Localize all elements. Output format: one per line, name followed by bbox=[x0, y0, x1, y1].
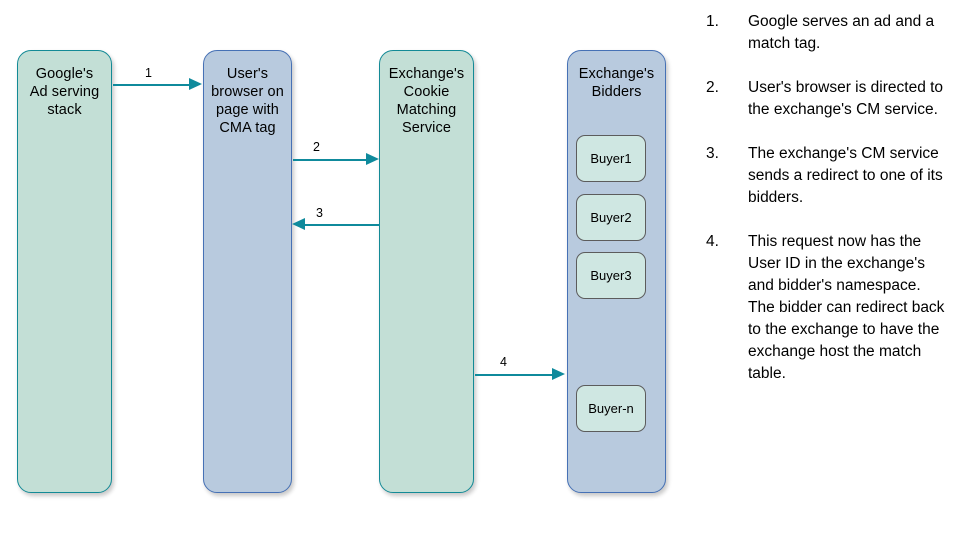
buyer-box-3[interactable]: Buyer3 bbox=[576, 252, 646, 299]
step-item-1: 1. Google serves an ad and a match tag. bbox=[706, 11, 950, 55]
node-google-ad-serving-stack-label: Google's Ad serving stack bbox=[29, 66, 100, 118]
arrow-3-label: 3 bbox=[316, 206, 323, 220]
arrow-4-label: 4 bbox=[500, 355, 507, 369]
node-exchange-cookie-matching-service-label: Exchange's Cookie Matching Service bbox=[388, 66, 465, 136]
step-item-2-text: User's browser is directed to the exchan… bbox=[748, 79, 944, 118]
step-item-1-number: 1. bbox=[706, 13, 719, 30]
arrow-2-line bbox=[293, 159, 369, 161]
buyer-box-n[interactable]: Buyer-n bbox=[576, 385, 646, 432]
node-exchange-bidders-label: Exchange's Bidders bbox=[578, 66, 655, 100]
step-item-3-number: 3. bbox=[706, 145, 719, 162]
step-item-4-number: 4. bbox=[706, 233, 719, 250]
step-item-4-text: This request now has the User ID in the … bbox=[748, 233, 945, 382]
steps-list: 1. Google serves an ad and a match tag. … bbox=[706, 11, 950, 407]
step-item-4: 4. This request now has the User ID in t… bbox=[706, 231, 950, 385]
node-exchange-cookie-matching-service[interactable]: Exchange's Cookie Matching Service bbox=[379, 50, 474, 493]
buyer-box-2[interactable]: Buyer2 bbox=[576, 194, 646, 241]
arrow-3-line bbox=[305, 224, 380, 226]
step-item-2: 2. User's browser is directed to the exc… bbox=[706, 77, 950, 121]
buyer-box-1-label: Buyer1 bbox=[590, 151, 632, 166]
arrow-1-head-icon bbox=[189, 78, 202, 90]
step-item-1-text: Google serves an ad and a match tag. bbox=[748, 13, 935, 52]
node-google-ad-serving-stack[interactable]: Google's Ad serving stack bbox=[17, 50, 112, 493]
buyer-box-1[interactable]: Buyer1 bbox=[576, 135, 646, 182]
buyer-box-n-label: Buyer-n bbox=[588, 401, 634, 416]
arrow-1-line bbox=[113, 84, 191, 86]
node-user-browser[interactable]: User's browser on page with CMA tag bbox=[203, 50, 292, 493]
buyer-box-3-label: Buyer3 bbox=[590, 268, 632, 283]
step-item-2-number: 2. bbox=[706, 79, 719, 96]
arrow-1-label: 1 bbox=[145, 66, 152, 80]
step-item-3-text: The exchange's CM service sends a redire… bbox=[748, 145, 943, 206]
arrow-4-line bbox=[475, 374, 555, 376]
buyer-box-2-label: Buyer2 bbox=[590, 210, 632, 225]
arrow-3-head-icon bbox=[292, 218, 305, 230]
arrow-4-head-icon bbox=[552, 368, 565, 380]
step-item-3: 3. The exchange's CM service sends a red… bbox=[706, 143, 950, 209]
node-user-browser-label: User's browser on page with CMA tag bbox=[211, 66, 284, 136]
arrow-2-head-icon bbox=[366, 153, 379, 165]
arrow-2-label: 2 bbox=[313, 140, 320, 154]
